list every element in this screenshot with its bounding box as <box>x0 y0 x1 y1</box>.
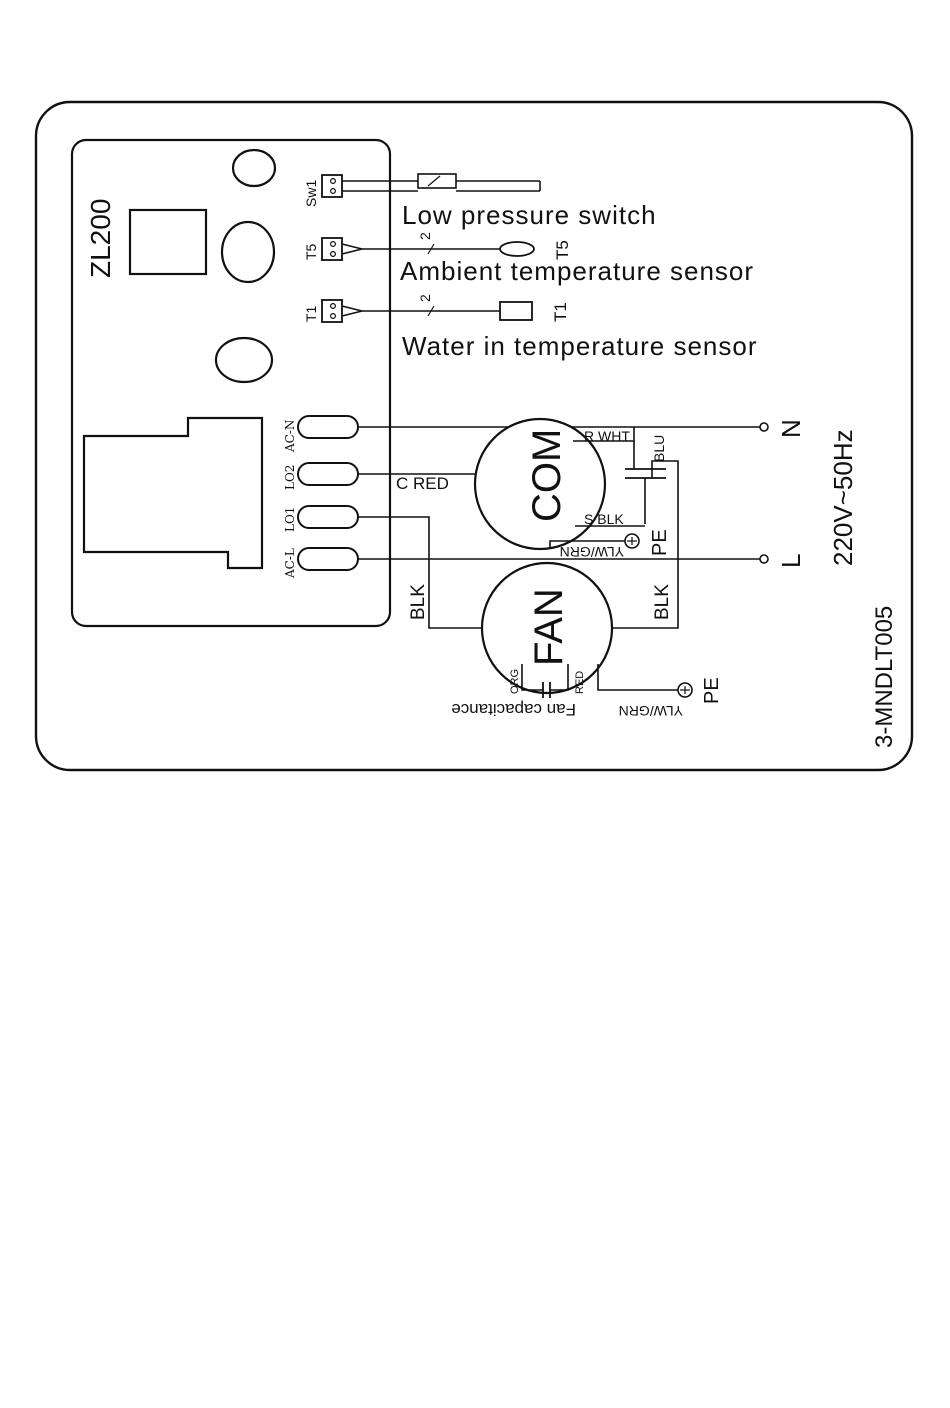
relay-pin-ac-n-label: AC-N <box>283 420 297 453</box>
fan-cap-org-wire: ORG <box>509 669 521 694</box>
fan-wire-left: BLK <box>408 584 429 620</box>
compressor-label: COM <box>525 429 569 522</box>
t5-wire-count: 2 <box>417 232 433 240</box>
compressor-c-wire: C RED <box>396 474 449 493</box>
relay-pin-ac-n <box>298 416 358 438</box>
terminal-t1: T1 <box>303 300 342 322</box>
low-pressure-switch-label: Low pressure switch <box>402 200 657 230</box>
fan-cap-red-wire: RED <box>574 671 586 694</box>
terminal-sw1-label: Sw1 <box>303 180 319 207</box>
board-chip <box>130 210 206 274</box>
drawing-number: 3-MNDLT005 <box>871 606 898 748</box>
compressor-blu-wire: BLU <box>651 435 667 462</box>
board-hole-2 <box>222 222 274 282</box>
terminal-t5: T5 <box>303 238 342 260</box>
low-pressure-switch-symbol <box>418 174 456 188</box>
terminal-sw1: Sw1 <box>303 175 342 207</box>
relay-pin-lo1-label: LO1 <box>283 507 297 532</box>
board-model: ZL200 <box>85 199 116 278</box>
ambient-sensor-label: Ambient temperature sensor <box>400 256 754 286</box>
terminal-t1-label: T1 <box>303 305 319 322</box>
compressor-r-wire: R WHT <box>584 428 630 444</box>
relay-block <box>84 418 262 568</box>
water-in-sensor-probe <box>500 302 532 320</box>
fan-capacitance-label: Fan capacitance <box>451 700 576 719</box>
relay-pin-ac-l <box>298 548 358 570</box>
water-in-sensor-label: Water in temperature sensor <box>402 331 758 361</box>
live-label: L <box>776 554 806 568</box>
terminal-t5-label: T5 <box>303 243 319 260</box>
fan-pe-label: PE <box>701 677 723 704</box>
compressor-ground-wire: YLW/GRN <box>560 544 624 560</box>
board-hole-3 <box>216 338 272 382</box>
t1-probe-tag: T1 <box>551 302 570 322</box>
relay-pin-lo1 <box>298 506 358 528</box>
board-hole-1 <box>233 150 275 186</box>
relay-pin-lo2 <box>298 463 358 485</box>
supply-rating: 220V~50Hz <box>828 429 858 566</box>
neutral-label: N <box>776 419 806 438</box>
fan-label: FAN <box>527 588 571 666</box>
t1-wire-count: 2 <box>417 294 433 302</box>
relay-pin-lo2-label: LO2 <box>283 465 297 490</box>
fan-wire-right: BLK <box>652 584 673 620</box>
relay-pin-ac-l-label: AC-L <box>283 548 297 579</box>
compressor-pe-label: PE <box>649 529 671 556</box>
neutral-terminal <box>760 423 768 431</box>
live-terminal <box>760 555 768 563</box>
fan-ground-wire: YLW/GRN <box>619 703 683 719</box>
compressor-s-wire: S BLK <box>584 511 624 527</box>
ambient-sensor-probe <box>500 242 534 256</box>
